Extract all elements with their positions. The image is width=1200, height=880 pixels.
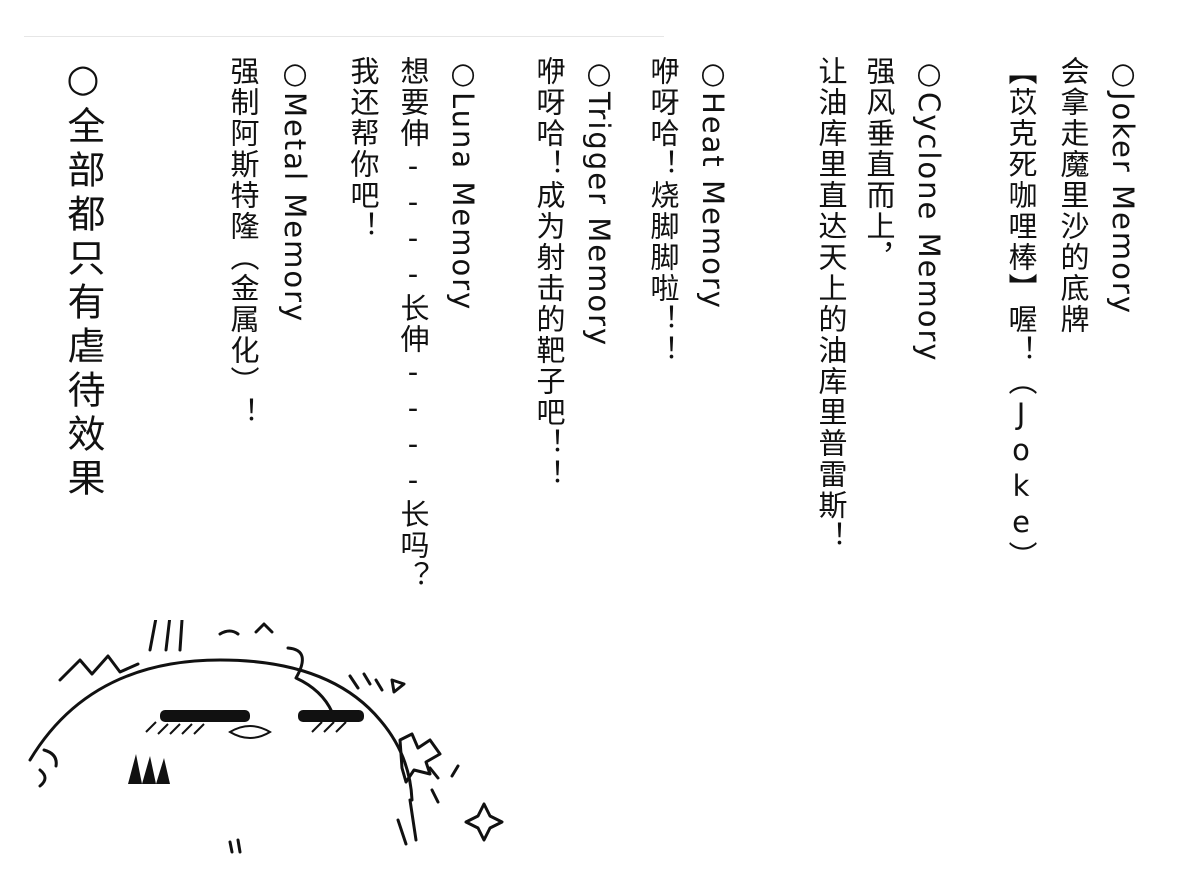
joker-memory-line-2: 【苡克死咖哩棒】喔！（Joke）	[1004, 56, 1038, 572]
all-memories-note: ○全部都只有虐待效果	[61, 56, 105, 502]
yukkuri-sketch-icon	[28, 620, 504, 854]
cyclone-memory-line-1: 强风垂直而上，	[862, 56, 896, 273]
cyclone-memory-line-2: 让油库里直达天上的油库里普雷斯！	[814, 56, 848, 552]
trigger-memory-line-1: 咿呀哈！成为射击的靶子吧！！	[532, 56, 566, 490]
heat-memory-line-1: 咿呀哈！烧脚脚啦！！	[646, 56, 680, 366]
luna-memory-line-1: 想要伸----长伸----长吗？	[396, 56, 430, 592]
trigger-memory-title: ○Trigger Memory	[582, 56, 616, 348]
top-rule	[24, 36, 664, 37]
joker-memory-line-1: 会拿走魔里沙的底牌	[1056, 56, 1090, 335]
metal-memory-title: ○Metal Memory	[278, 56, 312, 324]
cyclone-memory-title: ○Cyclone Memory	[912, 56, 946, 363]
luna-memory-line-2: 我还帮你吧！	[346, 56, 380, 242]
metal-memory-line-1: 强制阿斯特隆（金属化）！	[226, 56, 260, 428]
joker-memory-title: ○Joker Memory	[1106, 56, 1140, 315]
luna-memory-title: ○Luna Memory	[446, 56, 480, 312]
heat-memory-title: ○Heat Memory	[696, 56, 730, 310]
